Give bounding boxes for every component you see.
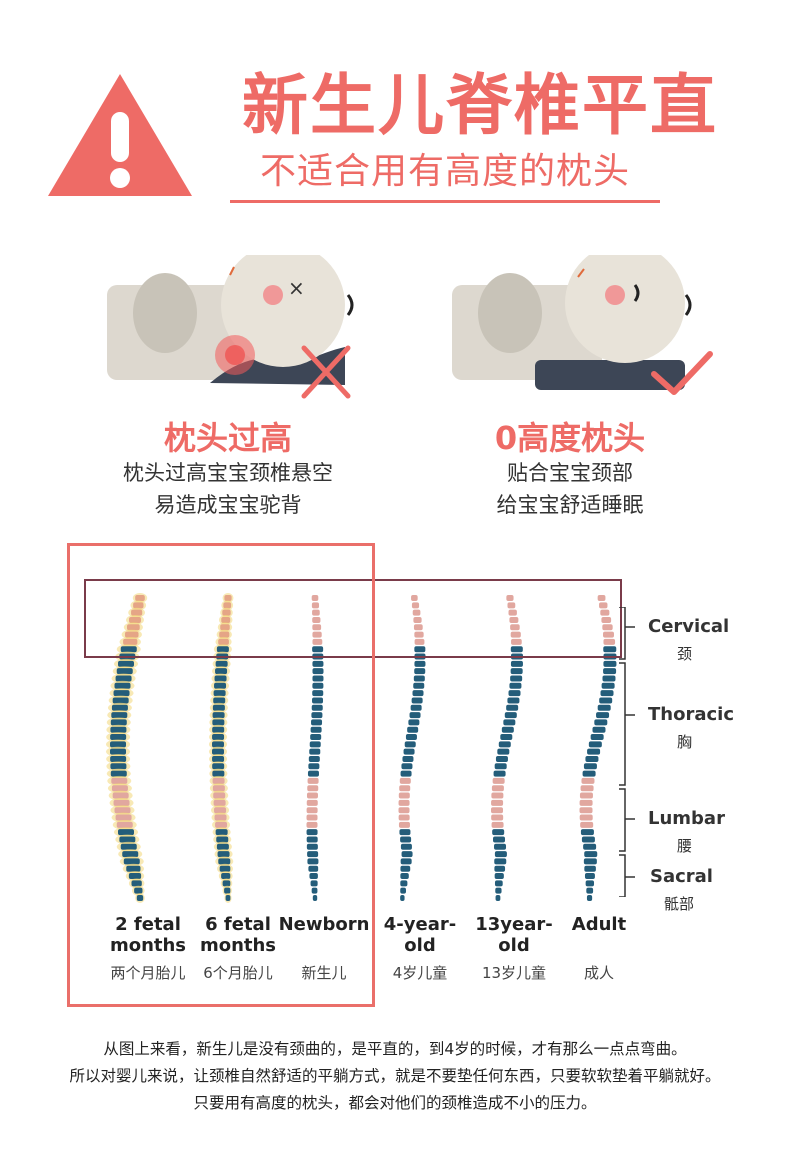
spine-0 <box>106 593 148 903</box>
region-lumbar-zh: 腰 <box>677 837 693 855</box>
footnote-line: 所以对婴儿来说，让颈椎自然舒适的平躺方式，就是不要垫任何东西，只要软软垫着平躺就… <box>69 1067 721 1085</box>
region-sacral-zh: 骶部 <box>664 895 695 913</box>
spine-4 <box>491 595 523 901</box>
spine-illustrations <box>106 593 617 903</box>
spine-2 <box>306 595 324 901</box>
region-sacral: Sacral <box>650 866 713 887</box>
page-title: 新生儿脊椎平直 <box>242 67 718 144</box>
region-thoracic-zh: 胸 <box>677 733 693 751</box>
spine-5 <box>579 595 617 901</box>
region-thoracic: Thoracic <box>648 704 734 725</box>
high-pillow-desc-2: 易造成宝宝驼背 <box>154 493 302 517</box>
flat-pillow-desc-1: 贴合宝宝颈部 <box>507 461 633 485</box>
flat-pillow-illustration <box>452 255 692 390</box>
page-subtitle: 不适合用有高度的枕头 <box>230 142 660 203</box>
high-pillow-desc-1: 枕头过高宝宝颈椎悬空 <box>123 461 333 485</box>
stage-label-zh: 两个月胎儿 <box>110 964 186 982</box>
cross-icon <box>301 345 351 399</box>
footnote: 从图上来看，新生儿是没有颈曲的，是平直的，到4岁的时候，才有那么一点点弯曲。 所… <box>0 1036 790 1117</box>
warning-icon <box>48 74 192 196</box>
stage-label: 4-year-old <box>383 914 457 956</box>
region-brackets <box>619 607 635 897</box>
high-pillow-illustration: × <box>107 255 354 385</box>
stage-label: 13year-old <box>475 914 553 956</box>
footnote-line: 从图上来看，新生儿是没有颈曲的，是平直的，到4岁的时候，才有那么一点点弯曲。 <box>103 1040 687 1058</box>
stage-label-zh: 6个月胎儿 <box>203 964 273 982</box>
stage-label-zh: 13岁儿童 <box>481 964 547 982</box>
stage-label: Adult <box>571 914 627 935</box>
region-cervical-zh: 颈 <box>677 645 693 663</box>
spine-3 <box>398 595 426 901</box>
svg-text:×: × <box>288 276 305 300</box>
region-lumbar: Lumbar <box>648 808 725 829</box>
footnote-line: 只要用有高度的枕头，都会对他们的颈椎造成不小的压力。 <box>193 1094 597 1112</box>
fetal-newborn-highlight-frame <box>67 543 375 1007</box>
high-pillow-title: 枕头过高 <box>163 419 292 457</box>
stage-label-zh: 4岁儿童 <box>392 964 448 982</box>
checkmark-icon <box>651 351 713 395</box>
stage-label: Newborn <box>278 914 370 935</box>
stage-label-zh: 新生儿 <box>301 964 347 982</box>
flat-pillow-desc-2: 给宝宝舒适睡眠 <box>496 493 644 517</box>
region-cervical: Cervical <box>648 616 730 637</box>
flat-pillow-title: 0高度枕头 <box>494 419 646 457</box>
cervical-highlight-frame <box>84 579 622 658</box>
stage-label-zh: 成人 <box>583 964 614 982</box>
